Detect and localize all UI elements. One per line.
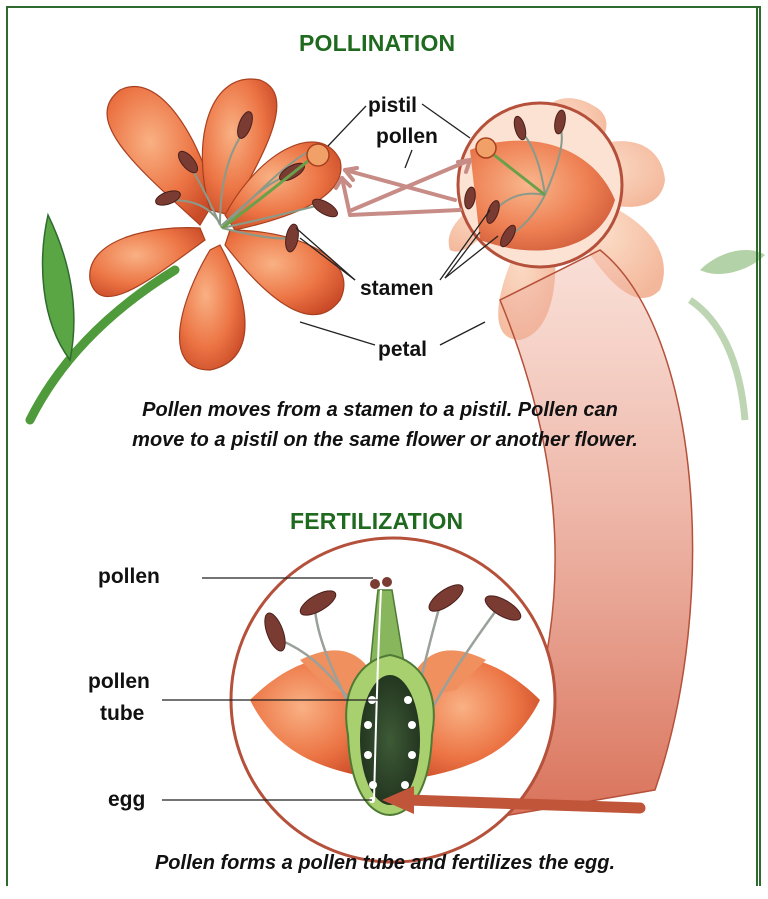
left-lily (30, 79, 344, 420)
pollen-label-bottom: pollen (98, 565, 160, 589)
pollen-tube-label-line1: pollen (88, 670, 150, 694)
pollination-caption-line2: move to a pistil on the same flower or a… (40, 425, 730, 455)
pistil-label: pistil (368, 94, 417, 118)
left-pistil-stigma (307, 144, 329, 166)
fertilization-heading: FERTILIZATION (290, 508, 463, 535)
zoom-circle-top (458, 103, 622, 267)
pollination-caption-line1: Pollen moves from a stamen to a pistil. … (60, 395, 700, 425)
pollen-tube-label-line2: tube (100, 702, 144, 726)
pollen-label-top: pollen (376, 125, 438, 149)
egg-label: egg (108, 788, 145, 812)
stamen-label: stamen (360, 277, 434, 301)
pollination-arrows (336, 160, 470, 215)
pollination-heading: POLLINATION (299, 30, 455, 57)
petal-label: petal (378, 338, 427, 362)
fertilization-caption: Pollen forms a pollen tube and fertilize… (60, 848, 710, 878)
left-leaf (43, 215, 74, 360)
